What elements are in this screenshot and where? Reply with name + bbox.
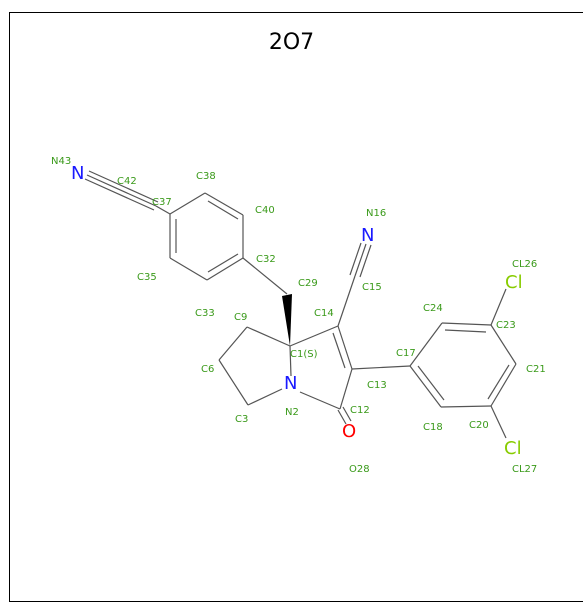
label-cl26: CL26 — [512, 259, 537, 270]
label-c15: C15 — [362, 282, 382, 293]
label-c12: C12 — [350, 405, 370, 416]
symbol-n2: N — [284, 373, 297, 394]
bond-c42-c37 — [155, 205, 171, 215]
bond-c13-c17 — [351, 365, 411, 370]
bond-c33-c35 — [169, 257, 208, 281]
label-c29: C29 — [298, 278, 318, 289]
label-c1: C1(S) — [290, 349, 318, 360]
bond-c32-c33 — [206, 257, 244, 281]
bond-c24-c23-inner — [444, 329, 487, 333]
bond-c14-c15 — [337, 275, 356, 327]
label-c35: C35 — [137, 272, 157, 283]
bond-c18-c17 — [409, 365, 442, 408]
label-o28: O28 — [349, 464, 370, 475]
label-c17: C17 — [396, 348, 416, 359]
bond-c32-c33-inner — [207, 253, 239, 273]
bond-c1-n2 — [289, 345, 292, 377]
label-c3: C3 — [235, 414, 248, 425]
label-c32: C32 — [256, 254, 276, 265]
label-c42: C42 — [117, 176, 137, 187]
bond-c32-c29 — [242, 257, 288, 295]
bond-c6-c3 — [218, 359, 249, 406]
bond-c38-c40-inner — [207, 200, 239, 220]
bond-c37-c38 — [169, 192, 206, 215]
label-c20: C20 — [469, 420, 489, 431]
label-cl27: CL27 — [512, 464, 537, 475]
bond-n43-c42-c — [84, 178, 155, 211]
label-c38: C38 — [196, 171, 216, 182]
bond-c12-n2 — [299, 391, 341, 410]
bond-c21-c20 — [490, 363, 517, 407]
bond-c12-o28 — [337, 409, 347, 425]
bond-c15-n16-c — [359, 244, 372, 278]
bond-c15-n16 — [354, 243, 367, 277]
bond-n43-c42 — [86, 174, 157, 207]
bond-c1-c9 — [246, 326, 291, 347]
symbol-n16: N — [361, 225, 374, 246]
symbol-cl26: Cl — [505, 272, 523, 293]
structure-frame — [9, 12, 583, 602]
bond-c12-o28-b — [342, 406, 352, 422]
label-c23: C23 — [496, 320, 516, 331]
wedge-bond-c1-c29 — [282, 294, 292, 346]
symbol-n43: N — [71, 163, 84, 184]
bond-c18-c17-inner — [417, 365, 445, 401]
bond-c13-c12 — [339, 368, 353, 410]
symbol-cl27: Cl — [504, 438, 522, 459]
bond-c14-c13 — [337, 325, 353, 370]
element-symbols: N N N O Cl Cl — [71, 163, 523, 459]
bond-c38-c40 — [204, 192, 244, 216]
molecule-diagram: N N N O Cl Cl N43 C42 C38 C37 C40 C35 C3… — [51, 156, 546, 475]
bond-c9-c6 — [218, 326, 248, 361]
label-c18: C18 — [423, 422, 443, 433]
molecule-title: 2O7 — [268, 30, 315, 55]
bond-c15-n16-b — [349, 242, 362, 276]
label-c6: C6 — [201, 364, 214, 375]
label-c13: C13 — [367, 380, 387, 391]
bond-c20-c18 — [440, 405, 492, 408]
label-c9: C9 — [234, 312, 247, 323]
label-c24: C24 — [423, 303, 443, 314]
bond-c3-n2 — [247, 388, 283, 406]
bond-c23-cl26 — [490, 288, 507, 326]
bond-c24-c23 — [441, 322, 492, 326]
atom-labels: N43 C42 C38 C37 C40 C35 C32 C33 C29 N16 … — [51, 156, 546, 475]
label-c33: C33 — [195, 308, 215, 319]
label-c14: C14 — [314, 308, 334, 319]
bonds — [84, 170, 517, 439]
bond-c23-c21 — [490, 324, 517, 365]
label-n16: N16 — [366, 208, 386, 219]
label-n43: N43 — [51, 156, 71, 167]
bond-c21-c20-inner — [487, 364, 510, 400]
label-n2: N2 — [285, 407, 299, 418]
bond-c17-c24 — [409, 322, 443, 367]
symbol-o28: O — [342, 421, 356, 442]
bond-c14-c13-inner — [332, 332, 346, 369]
label-c40: C40 — [255, 205, 275, 216]
label-c37: C37 — [152, 197, 172, 208]
label-c21: C21 — [526, 364, 546, 375]
bond-c20-cl27 — [490, 405, 507, 439]
bond-c1-c14 — [289, 325, 339, 347]
bond-n43-c42-b — [88, 170, 159, 203]
